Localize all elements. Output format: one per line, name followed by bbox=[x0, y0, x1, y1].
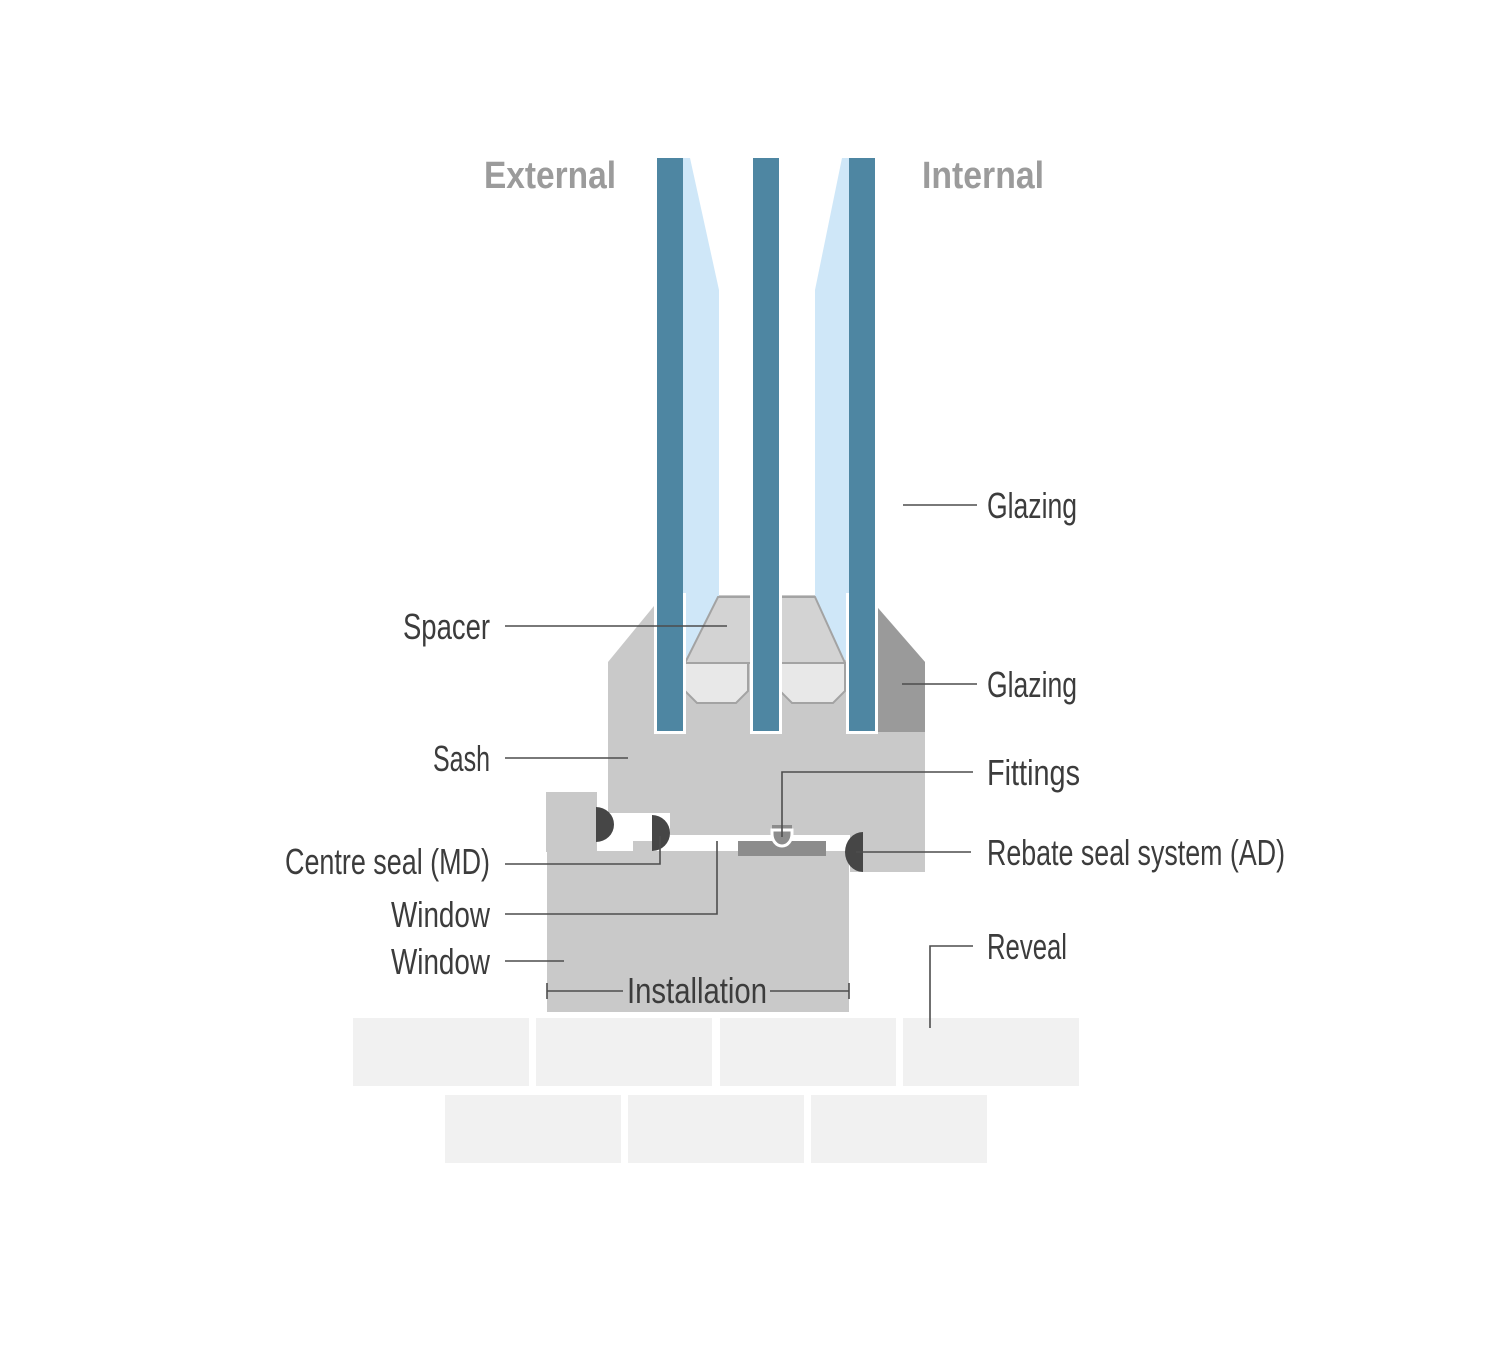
window-frame bbox=[546, 792, 849, 1012]
centre-seal-inner bbox=[652, 815, 670, 851]
window-body-label: Window bbox=[391, 941, 491, 982]
leader-fittings bbox=[781, 771, 973, 837]
brick bbox=[536, 1018, 712, 1086]
leader-centre-seal bbox=[505, 836, 661, 865]
spacer-label: Spacer bbox=[403, 606, 490, 647]
centre-seal-outer bbox=[596, 807, 614, 842]
fittings-roller bbox=[770, 828, 794, 848]
installation-label: Installation bbox=[627, 970, 767, 1011]
frame-seal-rib bbox=[633, 841, 652, 851]
glass-pane-internal bbox=[849, 158, 875, 731]
rebate-seal bbox=[845, 832, 863, 872]
brick bbox=[353, 1018, 529, 1086]
frame-outer-leg bbox=[546, 792, 597, 852]
rebate-seal-label: Rebate seal system (AD) bbox=[987, 832, 1285, 873]
leader-window-frame bbox=[505, 841, 718, 915]
leader-lines bbox=[505, 504, 977, 1028]
glass-pane-middle bbox=[753, 158, 779, 731]
glass-pane-external bbox=[657, 158, 683, 731]
glazing-bead-label: Glazing bbox=[987, 664, 1077, 705]
brick bbox=[628, 1095, 804, 1163]
external-label: External bbox=[484, 155, 616, 197]
brick bbox=[811, 1095, 987, 1163]
sash-label: Sash bbox=[433, 738, 490, 779]
brick-wall bbox=[353, 1018, 1079, 1163]
internal-label: Internal bbox=[922, 155, 1044, 197]
leader-reveal bbox=[929, 945, 973, 1028]
frame-body bbox=[547, 851, 849, 1012]
fittings-bar bbox=[738, 841, 826, 856]
centre-seal-label: Centre seal (MD) bbox=[285, 841, 490, 882]
installation-dimension bbox=[546, 983, 850, 999]
spacer-core-right bbox=[779, 662, 846, 704]
brick bbox=[903, 1018, 1079, 1086]
brick bbox=[445, 1095, 621, 1163]
reveal-label: Reveal bbox=[987, 926, 1067, 967]
glazing-top-label: Glazing bbox=[987, 485, 1077, 526]
spacer-core-left bbox=[684, 662, 749, 704]
glazing-bead bbox=[877, 607, 925, 732]
fittings-label: Fittings bbox=[987, 752, 1080, 793]
brick bbox=[720, 1018, 896, 1086]
window-frame-label: Window bbox=[391, 894, 491, 935]
glass-tint-wedge-left bbox=[683, 158, 719, 660]
glass-tint-wedge-right bbox=[815, 158, 849, 660]
glass-panes bbox=[657, 158, 875, 731]
